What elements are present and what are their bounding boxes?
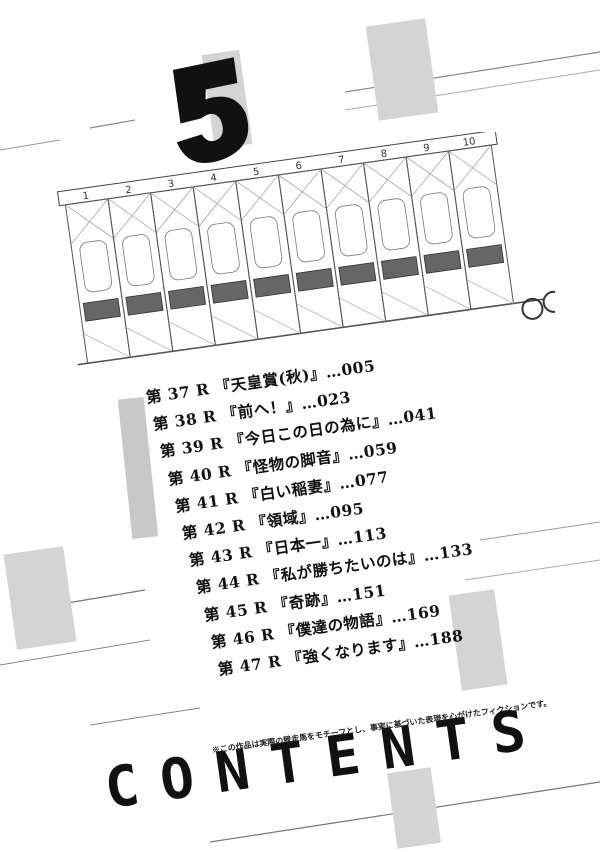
gate-brace (381, 291, 429, 316)
gate-number: 8 (380, 149, 388, 161)
gate-stall-window (292, 210, 325, 263)
gate-brace (253, 309, 301, 334)
gate-brace (241, 174, 279, 221)
gate-stall-window (420, 192, 453, 245)
gate-number: 4 (210, 173, 218, 185)
starting-gate-illustration: 1 2 3 4 5 6 7 8 9 10 (56, 132, 555, 366)
gate-brace (211, 315, 259, 340)
gate-number: 6 (295, 161, 303, 173)
gate-brace (326, 162, 364, 209)
gate-number: 3 (167, 179, 175, 191)
gate-stall-padding (167, 286, 207, 310)
gate-stall-padding (295, 268, 334, 292)
gate-stall-window (122, 234, 155, 287)
gate-number: 5 (252, 167, 260, 179)
gate-stall-window (207, 222, 240, 275)
gate-brace (70, 198, 109, 245)
gate-brace (423, 285, 472, 310)
gate-brace (198, 180, 237, 227)
gate-brace (453, 144, 492, 191)
gate-stall-window (164, 228, 198, 281)
gate-brace (113, 192, 151, 239)
gate-brace (168, 321, 216, 346)
gate-stall-window (249, 216, 283, 269)
volume-number (166, 56, 256, 166)
gate-stall-padding (210, 280, 249, 304)
gate-brace (466, 279, 514, 304)
gate-number: 1 (82, 191, 90, 203)
gate-stall-window (335, 204, 368, 257)
gate-brace (368, 156, 407, 203)
gate-stall-window (79, 240, 112, 293)
gate-number: 2 (125, 185, 133, 197)
gate-stall-padding (380, 256, 419, 280)
gate-number: 10 (462, 136, 476, 149)
gate-stall-padding (253, 274, 292, 298)
volume-number-glyph (172, 57, 249, 163)
gate-brace (338, 297, 386, 322)
gate-number: 9 (423, 143, 431, 155)
gate-brace (83, 333, 131, 358)
gate-wheel (521, 297, 544, 320)
gate-stall-padding (338, 262, 377, 286)
gate-stall (448, 144, 515, 310)
gate-stall-window (462, 186, 496, 239)
gate-brace (125, 327, 173, 352)
gate-brace (411, 150, 449, 197)
gate-stall-padding (423, 250, 462, 274)
gate-stall-window (377, 198, 411, 251)
gate-brace (155, 186, 194, 233)
gate-brace (296, 303, 344, 328)
gate-stall-padding (466, 244, 505, 268)
gate-number: 7 (338, 155, 346, 167)
gate-brace (283, 168, 322, 215)
gate-stall-padding (125, 291, 164, 316)
gate-stall-padding (82, 297, 121, 322)
gate-wheel (542, 290, 555, 313)
